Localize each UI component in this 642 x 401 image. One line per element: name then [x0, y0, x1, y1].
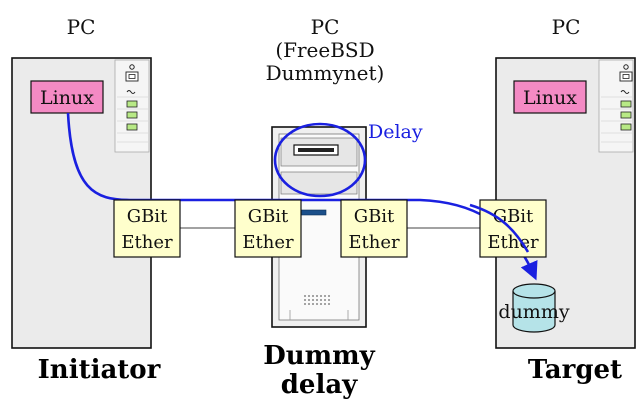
nic-target-line2: Ether: [487, 232, 539, 253]
delay-label: Delay: [368, 121, 423, 143]
pc-center-os-line2: Dummynet): [266, 61, 385, 85]
nic-initiator-line1: GBit: [127, 206, 168, 227]
dummy-delay-title-line2: delay: [281, 370, 358, 400]
nic-dummynet-left-line2: Ether: [242, 232, 294, 253]
left-port-panel: [114, 59, 150, 153]
linux-left-box: Linux: [30, 80, 104, 114]
pc-right-label: PC: [552, 15, 581, 39]
nic-dummynet-right-line1: GBit: [354, 206, 395, 227]
pc-center-os-line1: (FreeBSD: [275, 38, 374, 62]
linux-left-label: Linux: [40, 87, 94, 109]
right-port-panel: [598, 59, 634, 153]
dummy-delay-title-line1: Dummy: [263, 341, 375, 371]
nic-dummynet-right-line2: Ether: [348, 232, 400, 253]
pc-left-label: PC: [67, 15, 96, 39]
target-title: Target: [528, 355, 622, 385]
linux-right-label: Linux: [523, 87, 577, 109]
initiator-title: Initiator: [38, 355, 161, 385]
nic-dummynet-left-line1: GBit: [248, 206, 289, 227]
nic-initiator-line2: Ether: [121, 232, 173, 253]
delay-loop: [273, 122, 367, 198]
nic-target-line1: GBit: [493, 206, 534, 227]
nic-initiator: GBit Ether: [113, 199, 181, 258]
pc-center-label: PC: [311, 15, 340, 39]
nic-dummynet-left: GBit Ether: [234, 199, 302, 258]
data-flow-arrow-overlay: [469, 203, 530, 253]
nic-target: GBit Ether: [479, 199, 547, 258]
linux-right-box: Linux: [513, 80, 587, 114]
nic-dummynet-right: GBit Ether: [340, 199, 408, 258]
vent-grille: [304, 295, 330, 305]
dummy-disk-icon: [512, 283, 556, 333]
dummy-disk-label: dummy: [498, 301, 569, 323]
